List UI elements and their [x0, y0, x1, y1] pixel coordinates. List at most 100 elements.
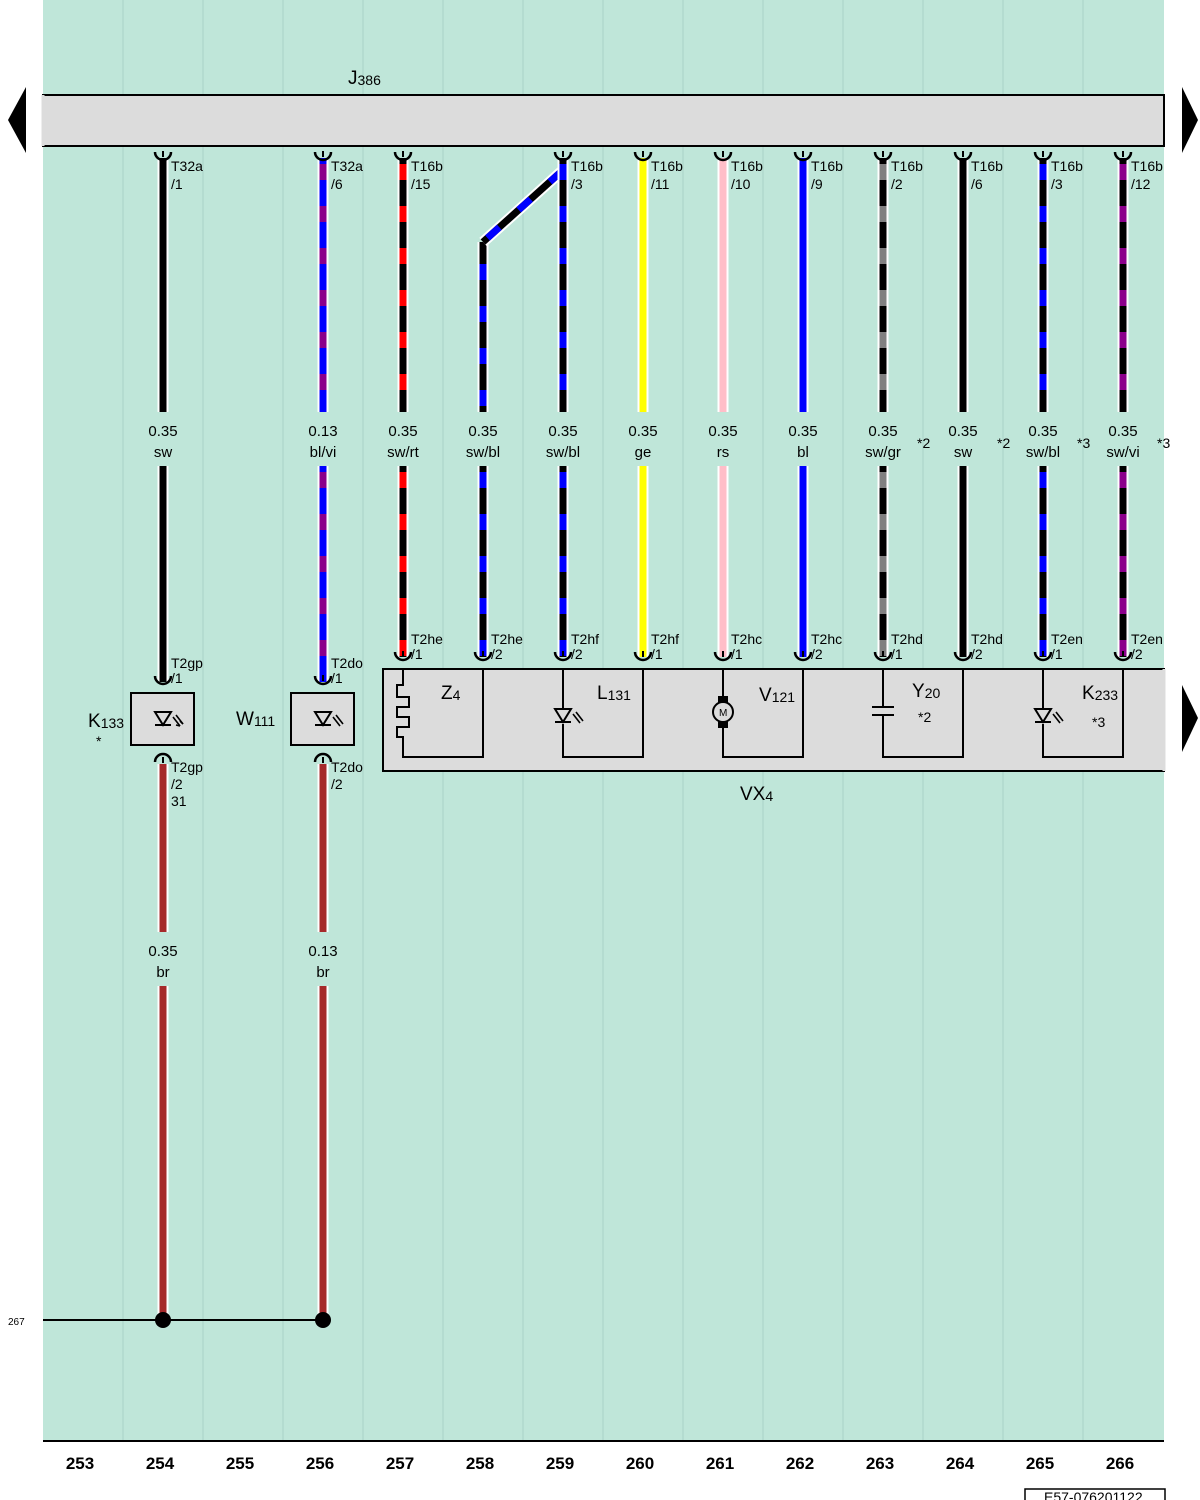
pin-number-label: /2 — [491, 646, 503, 662]
pin-connector-label: T16b — [1051, 158, 1083, 174]
column-number: 265 — [1026, 1454, 1054, 1473]
led-icon — [313, 711, 344, 727]
wire-color-label: sw/gr — [865, 444, 901, 461]
pin-label: /2 — [331, 776, 343, 792]
pin-number-label: /2 — [971, 646, 983, 662]
connector-top-254 — [153, 151, 173, 162]
pin-connector-label: T2gp — [171, 655, 203, 671]
column-number: 258 — [466, 1454, 494, 1473]
arrow-left-icon[interactable] — [8, 87, 26, 153]
wire-258-diagonal — [479, 165, 567, 247]
pin-number-label: /1 — [171, 670, 183, 686]
column-number: 256 — [306, 1454, 334, 1473]
column-number: 259 — [546, 1454, 574, 1473]
pin-number-label: /1 — [411, 646, 423, 662]
connector-top-262 — [793, 151, 813, 162]
control-unit-j386-label: J386 — [348, 68, 381, 89]
wire-color-label: sw — [154, 444, 173, 461]
connector-lower-261 — [713, 651, 733, 662]
pin-connector-label: T16b — [731, 158, 763, 174]
wire-color-label: sw/rt — [387, 444, 419, 461]
pin-number-label: /9 — [811, 176, 823, 192]
component-z4-label: Z4 — [441, 683, 461, 704]
pin-connector-label: T32a — [171, 158, 203, 174]
pin-connector-label: T2hf — [571, 631, 599, 647]
pin-label: T2gp — [171, 759, 203, 775]
arrow-right-middle-icon[interactable] — [1182, 685, 1198, 752]
component-k233-note: *3 — [1092, 714, 1105, 730]
pin-connector-label: T2he — [411, 631, 443, 647]
pin-connector-label: T2en — [1131, 631, 1163, 647]
wire-color-label: sw/bl — [466, 444, 500, 461]
pin-number-label: /3 — [1051, 176, 1063, 192]
connector-top-264 — [953, 151, 973, 162]
ground-bus: 267 — [8, 1312, 331, 1328]
wire-color-label: bl/vi — [310, 444, 337, 461]
column-number: 260 — [626, 1454, 654, 1473]
wire-size-label: 0.35 — [628, 423, 657, 440]
pin-number-label: /11 — [651, 176, 670, 192]
motor-icon: M — [712, 696, 734, 728]
component-v121-label: V121 — [759, 685, 795, 706]
wire-size-label: 0.35 — [548, 423, 577, 440]
wire-note: *3 — [1157, 435, 1170, 451]
pin-number-label: /1 — [891, 646, 903, 662]
led-icon — [1033, 708, 1064, 724]
wire-size-label: 0.35 — [948, 423, 977, 440]
led-icon — [553, 708, 584, 724]
component-l131-label: L131 — [597, 683, 631, 704]
pin-connector-label: T2hc — [731, 631, 762, 647]
connector-top-256 — [313, 151, 333, 162]
ground-wire-color-label: br — [156, 964, 169, 981]
connector-lower-256 — [313, 675, 333, 686]
wire-size-label: 0.35 — [868, 423, 897, 440]
arrow-right-top-icon[interactable] — [1182, 87, 1198, 153]
wire-size-label: 0.35 — [708, 423, 737, 440]
module-vx4-box — [382, 668, 1165, 772]
wire-note: *2 — [997, 435, 1010, 451]
component-k133-note: * — [96, 733, 102, 749]
wire-size-label: 0.13 — [308, 423, 337, 440]
column-number: 261 — [706, 1454, 734, 1473]
connector-bottom-256 — [313, 752, 333, 763]
wire-label-layer: 0.35 sw T32a/1 0.13 bl/vi T32a/6 0.35 sw/rt T16b… — [148, 158, 1170, 981]
connector-top-263 — [873, 151, 893, 162]
document-id: E57-076201122 — [1044, 1489, 1143, 1500]
connector-lower-257 — [393, 651, 413, 662]
wire-size-label: 0.35 — [788, 423, 817, 440]
column-number: 253 — [66, 1454, 94, 1473]
ground-node-256 — [315, 1312, 331, 1328]
pin-number-label: /6 — [971, 176, 983, 192]
pin-number-label: /10 — [731, 176, 751, 192]
ground-wire-color-label: br — [316, 964, 329, 981]
pin-connector-label: T32a — [331, 158, 363, 174]
pin-number-label: /15 — [411, 176, 431, 192]
connector-lower-265 — [1033, 651, 1053, 662]
pin-number-label: /1 — [731, 646, 743, 662]
pin-connector-label: T2hd — [971, 631, 1003, 647]
ground-wire-size-label: 0.13 — [308, 943, 337, 960]
pin-connector-label: T2he — [491, 631, 523, 647]
pin-connector-label: T16b — [651, 158, 683, 174]
pin-connector-label: T16b — [891, 158, 923, 174]
component-y20-note: *2 — [918, 709, 931, 725]
connector-lower-262 — [793, 651, 813, 662]
ground-node-254 — [155, 1312, 171, 1328]
wire-size-label: 0.35 — [1028, 423, 1057, 440]
wire-color-label: sw/vi — [1106, 444, 1139, 461]
wire-layer — [157, 158, 1129, 1316]
component-k133: K133 * — [88, 692, 195, 749]
document-id-box — [1024, 1488, 1166, 1500]
pin-number-label: /1 — [171, 176, 183, 192]
wire-note: *3 — [1077, 435, 1090, 451]
column-number: 257 — [386, 1454, 414, 1473]
connector-lower-264 — [953, 651, 973, 662]
component-k233: K233 *3 — [1033, 669, 1124, 758]
ground-wire-size-label: 0.35 — [148, 943, 177, 960]
wire-size-label: 0.35 — [468, 423, 497, 440]
pin-number-label: /2 — [571, 646, 583, 662]
pin-number-label: /6 — [331, 176, 343, 192]
component-y20: Y20 *2 — [872, 669, 964, 758]
connector-top-265 — [1033, 151, 1053, 162]
